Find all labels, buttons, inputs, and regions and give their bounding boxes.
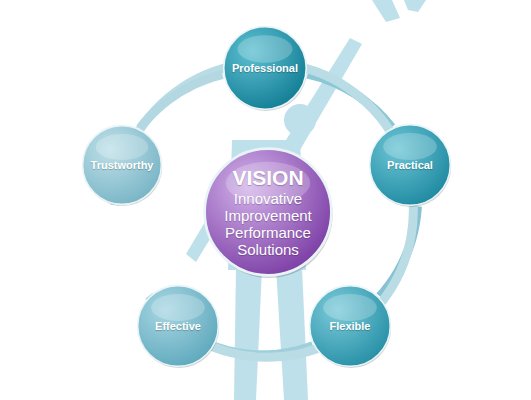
value-label: Practical [387, 158, 433, 172]
value-label: Professional [232, 61, 298, 75]
value-circle: Flexible [308, 284, 392, 368]
ring-connector [140, 75, 223, 128]
value-circle: Trustworthy [81, 124, 163, 206]
vision-heading: VISION [232, 166, 303, 190]
vision-circle: VISIONInnovative Improvement Performance… [202, 146, 334, 278]
value-label: Flexible [330, 319, 371, 333]
vision-statement: Innovative Improvement Performance Solut… [216, 190, 320, 258]
value-label: Trustworthy [91, 158, 154, 172]
value-circle: Professional [222, 25, 308, 111]
value-circle: Effective [136, 284, 220, 368]
value-circle: Practical [368, 123, 452, 207]
value-label: Effective [155, 319, 201, 333]
